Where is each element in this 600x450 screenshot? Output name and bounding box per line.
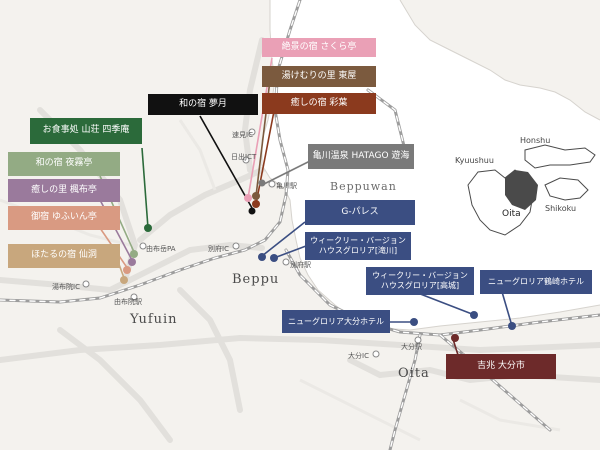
label-wanoyado-hangetsu[interactable]: 和の宿 夜霧亭: [8, 152, 120, 176]
label-weekly-takajo[interactable]: ウィークリー・バージョン ハウスグロリア[高城]: [366, 267, 474, 295]
pa-yufudake: 由布岳PA: [146, 245, 176, 253]
label-hotaru[interactable]: ほたるの宿 仙洞: [8, 244, 120, 268]
inset-honshu: Honshu: [520, 136, 551, 145]
label-hatago[interactable]: 亀川温泉 HATAGO 遊海: [308, 144, 414, 169]
label-weekly-takigawa[interactable]: ウィークリー・バージョン ハウスグロリア[滝川]: [305, 232, 411, 260]
ic-beppu: 別府IC: [208, 245, 229, 253]
inset-kyushu: Kyuushuu: [455, 156, 494, 165]
bay-name: Beppuwan: [330, 180, 397, 193]
inset-shikoku: Shikoku: [545, 204, 577, 213]
inset-map: [448, 128, 596, 246]
label-goyado-yufuin[interactable]: 御宿 ゆふいん亭: [8, 206, 120, 230]
city-beppu: Beppu: [232, 272, 280, 287]
station-kamegawa: 亀川駅: [276, 182, 297, 190]
station-beppu: 別府駅: [290, 261, 311, 269]
label-iyashi-ayaha[interactable]: 癒しの宿 彩葉: [262, 93, 376, 114]
label-wanoyado-mutsuki[interactable]: 和の宿 夢月: [148, 94, 258, 115]
ic-hayami: 速見IC: [232, 131, 253, 139]
label-yukemuri[interactable]: 湯けむりの里 東屋: [262, 66, 376, 87]
inset-oita: Oita: [502, 209, 521, 219]
label-keshiki[interactable]: 絶景の宿 さくら亭: [262, 38, 376, 57]
label-iyashi-satokan[interactable]: 癒しの里 楓布亭: [8, 179, 120, 202]
ic-oita: 大分IC: [348, 352, 369, 360]
city-oita: Oita: [398, 366, 430, 381]
city-yufuin: Yufuin: [130, 312, 178, 327]
label-kitcho[interactable]: 吉兆 大分市: [446, 354, 556, 379]
jct-hiji: 日出JCT: [231, 153, 257, 161]
label-new-gloria-oita[interactable]: ニューグロリア大分ホテル: [282, 310, 390, 333]
station-yufuin: 由布院駅: [114, 298, 142, 306]
label-new-gloria-tsurusaki[interactable]: ニューグロリア鶴崎ホテル: [480, 270, 592, 294]
station-oita: 大分駅: [401, 343, 422, 351]
peninsula: [400, 0, 600, 120]
label-g-palace[interactable]: G-パレス: [305, 200, 415, 225]
label-oshokuji-shikian[interactable]: お食事処 山荘 四季庵: [30, 118, 142, 144]
ic-yufuin: 湯布院IC: [52, 283, 80, 291]
